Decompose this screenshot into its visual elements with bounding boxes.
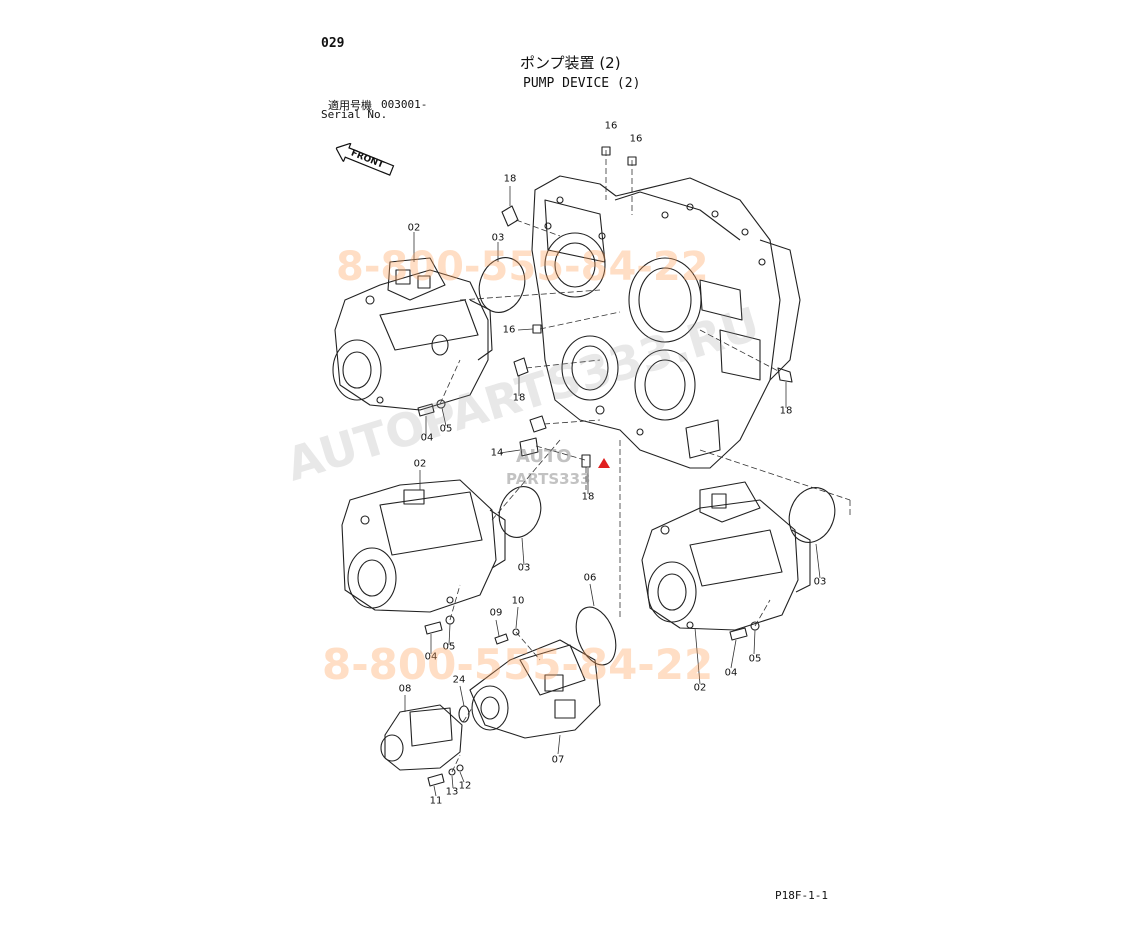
watermark-logo-mark-icon xyxy=(598,458,610,468)
part-label-10: 10 xyxy=(511,595,525,607)
title-english: PUMP DEVICE (2) xyxy=(523,76,641,91)
assembly-lines xyxy=(439,150,851,773)
part-label-05-c: 05 xyxy=(748,653,762,665)
part-label-12: 12 xyxy=(458,780,472,792)
bolts-and-washers-drawing xyxy=(417,399,760,787)
part-label-07: 07 xyxy=(551,754,565,766)
part-label-04-a: 04 xyxy=(420,432,434,444)
part-label-04-b: 04 xyxy=(424,651,438,663)
serial-label-english: Serial No. xyxy=(321,108,388,121)
part-label-11: 11 xyxy=(429,795,443,807)
o-ring-06-drawing xyxy=(575,606,617,666)
serial-label-japanese: 適用号機 xyxy=(328,99,372,112)
part-label-06: 06 xyxy=(583,572,597,584)
part-label-16-a: 16 xyxy=(604,120,618,132)
serial-value: 003001- xyxy=(381,98,428,111)
main-pump-right-drawing xyxy=(641,481,811,631)
o-ring-right-drawing xyxy=(788,487,836,543)
part-label-03-b: 03 xyxy=(517,562,531,574)
part-label-16-c: 16 xyxy=(502,324,516,336)
part-label-02-a: 02 xyxy=(407,222,421,234)
leader-lines xyxy=(404,186,821,797)
part-label-08: 08 xyxy=(398,683,412,695)
front-arrow-icon: FRONT xyxy=(332,139,397,181)
o-ring-24-drawing xyxy=(458,705,470,723)
part-label-05-b: 05 xyxy=(442,641,456,653)
part-label-09: 09 xyxy=(489,607,503,619)
page-number: 029 xyxy=(321,36,345,51)
part-label-18-d: 18 xyxy=(581,491,595,503)
footer-code: P18F-1-1 xyxy=(775,889,828,902)
title-japanese: ポンプ装置 (2) xyxy=(520,54,621,72)
gear-pump-08-drawing xyxy=(380,704,463,771)
part-label-14: 14 xyxy=(490,447,504,459)
part-label-18-b: 18 xyxy=(512,392,526,404)
main-pump-middle-left-drawing xyxy=(341,479,506,613)
part-label-02-b: 02 xyxy=(413,458,427,470)
pump-housing-drawing xyxy=(531,175,801,469)
part-label-05-a: 05 xyxy=(439,423,453,435)
fittings-drawing xyxy=(501,146,793,468)
part-label-18-a: 18 xyxy=(503,173,517,185)
part-label-13: 13 xyxy=(445,786,459,798)
part-label-24: 24 xyxy=(452,674,466,686)
part-label-16-b: 16 xyxy=(629,133,643,145)
part-label-18-c: 18 xyxy=(779,405,793,417)
main-pump-top-left-drawing xyxy=(332,257,493,411)
part-label-02-c: 02 xyxy=(693,682,707,694)
o-ring-middle-drawing xyxy=(498,486,542,538)
part-label-03-a: 03 xyxy=(491,232,505,244)
part-label-04-c: 04 xyxy=(724,667,738,679)
o-ring-top-drawing xyxy=(478,257,526,313)
pilot-pump-07-drawing xyxy=(469,639,601,739)
part-label-03-c: 03 xyxy=(813,576,827,588)
